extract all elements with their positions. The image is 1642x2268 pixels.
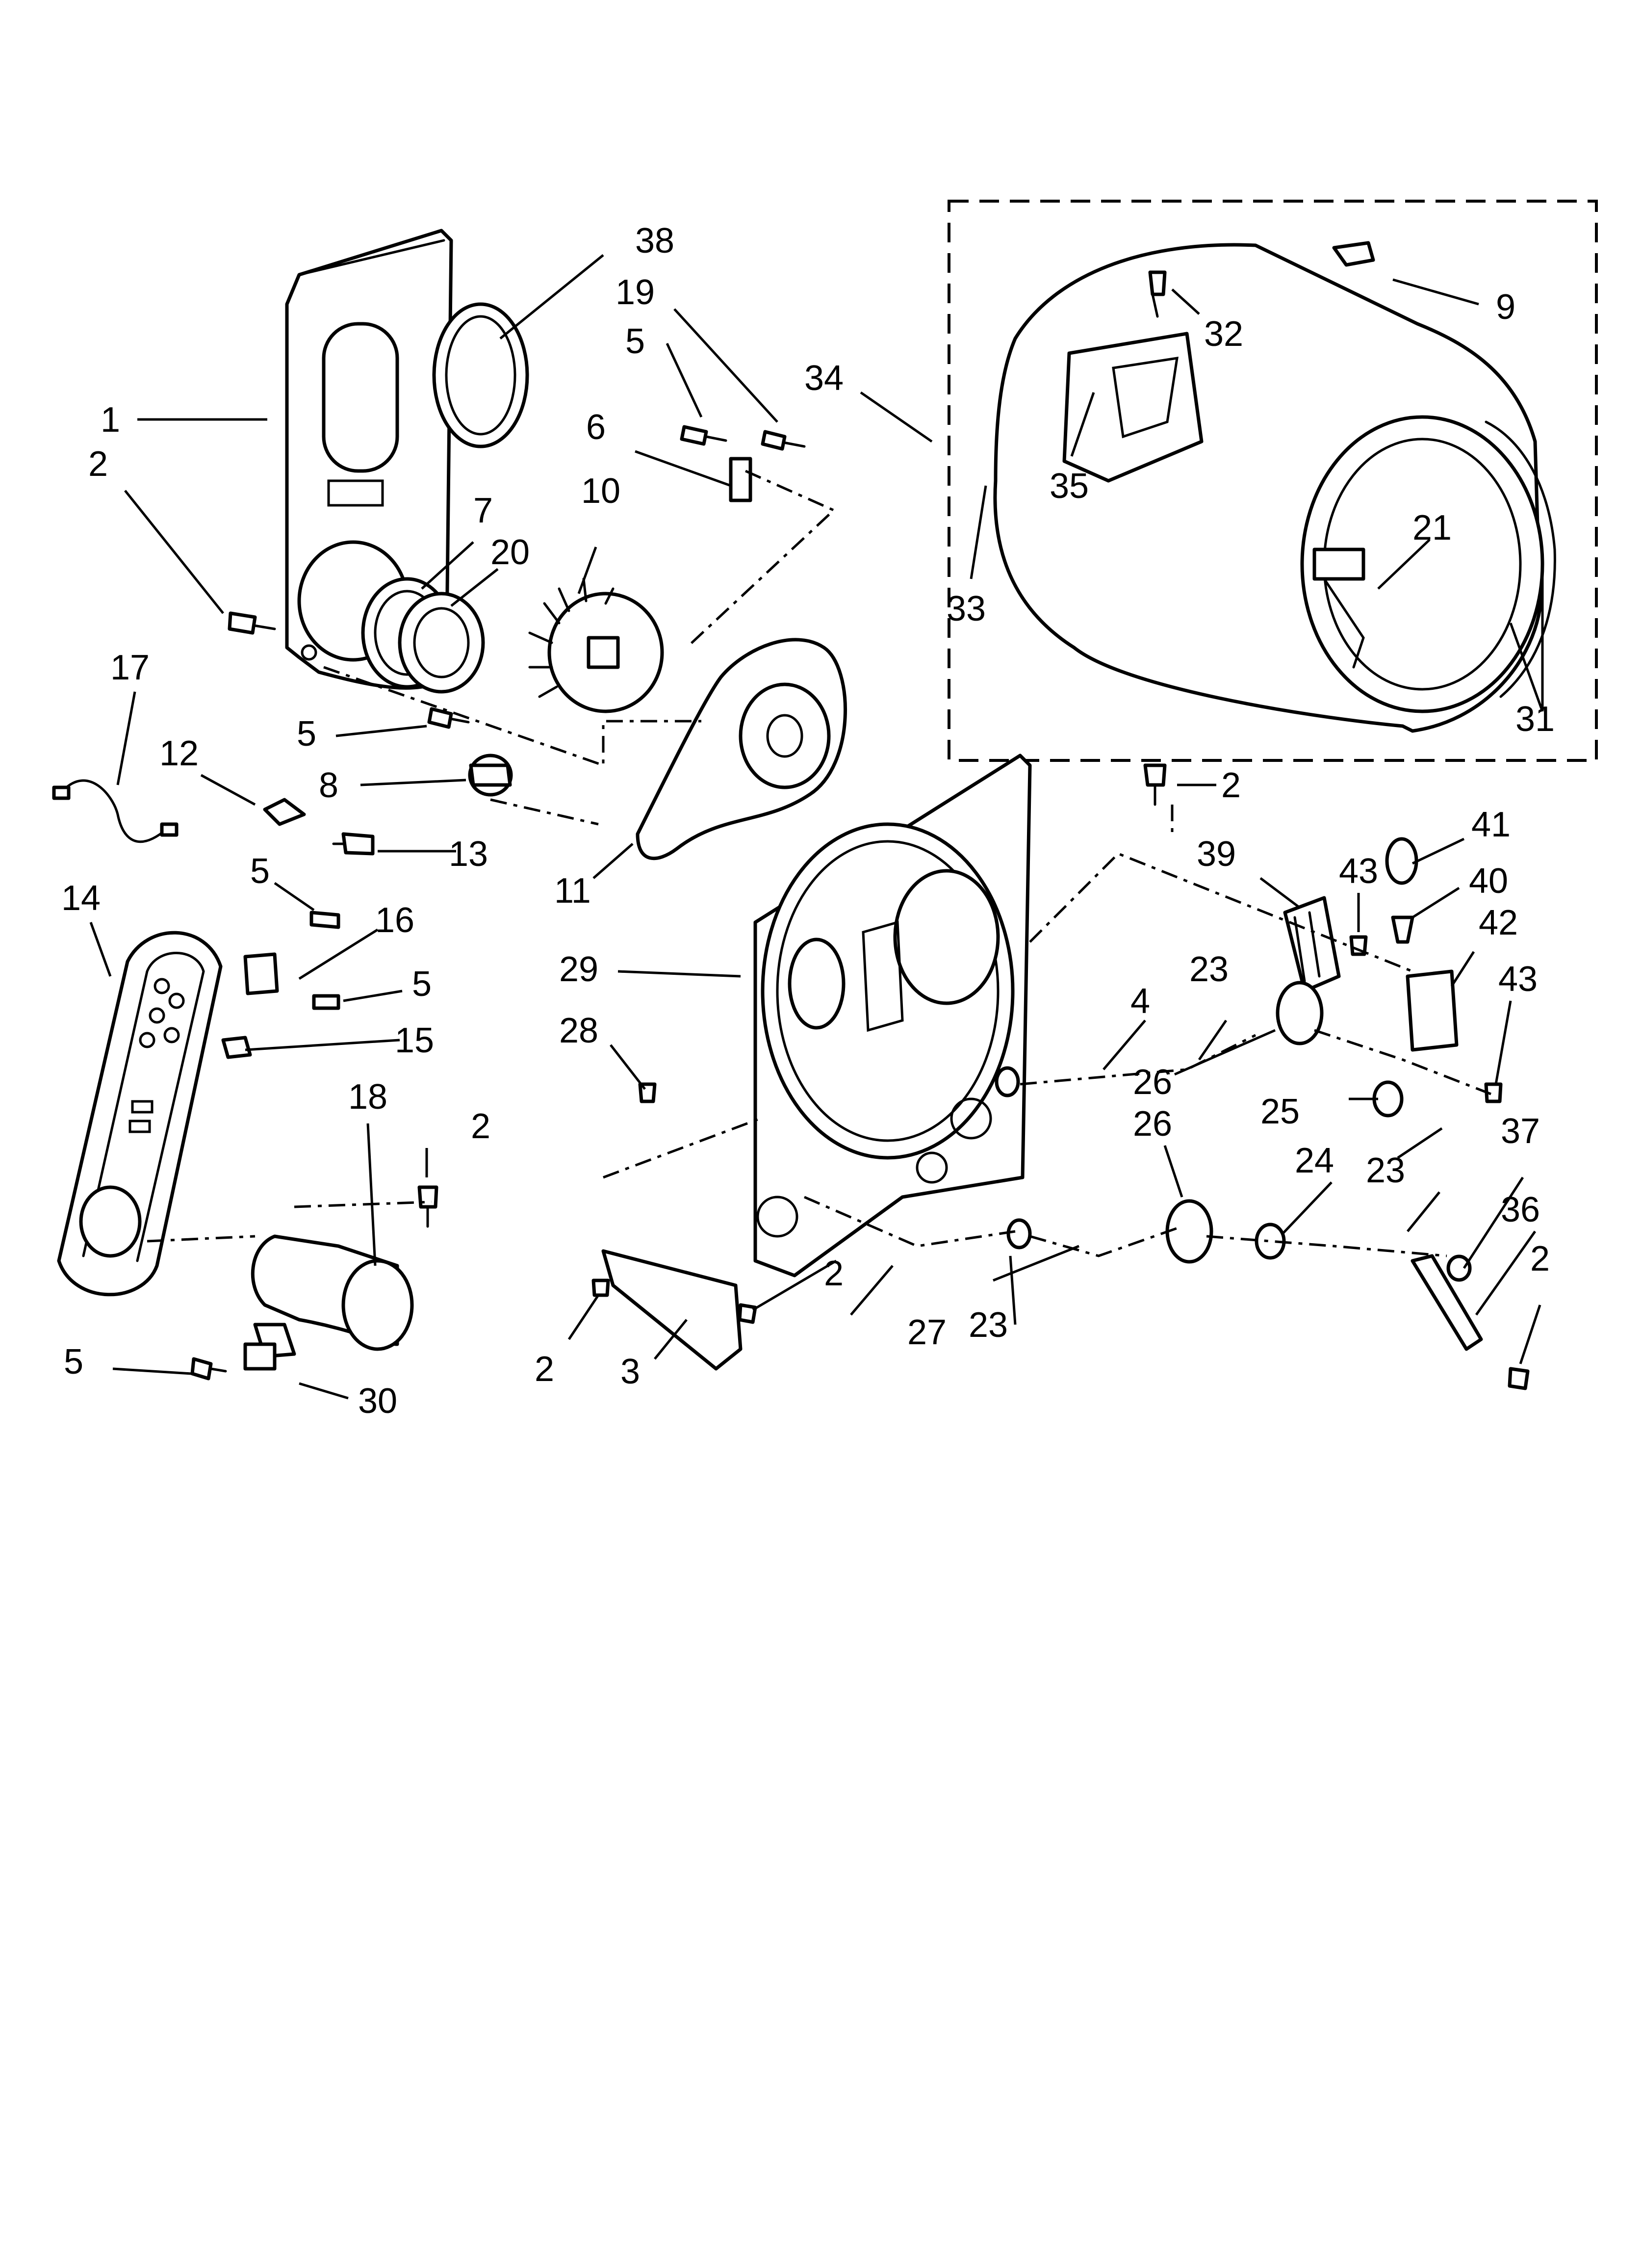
idler-assembly-icon xyxy=(995,981,1472,1282)
callout-16: 16 xyxy=(375,901,414,940)
bracket-icon xyxy=(601,1249,743,1371)
callout-14: 14 xyxy=(61,879,101,918)
bulkhead-icon xyxy=(753,754,1032,1277)
callout-2: 2 xyxy=(535,1350,554,1389)
screw-icon xyxy=(1349,935,1503,1103)
clip-icon xyxy=(263,798,306,826)
callout-2: 2 xyxy=(1530,1239,1550,1278)
callout-23: 23 xyxy=(1366,1151,1405,1190)
igniter-icon xyxy=(243,1323,296,1371)
burner-tube-icon xyxy=(251,1234,414,1351)
callout-12: 12 xyxy=(159,734,199,773)
callout-2: 2 xyxy=(88,444,108,484)
callout-24: 24 xyxy=(1295,1141,1334,1180)
rear-gasket-icon xyxy=(432,302,529,448)
ring-icon xyxy=(361,577,485,694)
callout-5: 5 xyxy=(64,1342,83,1382)
callout-7: 7 xyxy=(473,491,493,530)
assembly-lines xyxy=(147,469,1491,1257)
bracket-icon xyxy=(1406,969,1459,1052)
callout-23: 23 xyxy=(969,1305,1008,1345)
rear-panel-icon xyxy=(285,229,453,690)
clip-icon xyxy=(1332,241,1375,267)
drum-seal-icon xyxy=(1485,420,1556,698)
callout-4: 4 xyxy=(1130,982,1150,1021)
callout-39: 39 xyxy=(1197,834,1236,874)
callout-5: 5 xyxy=(297,714,316,754)
callout-15: 15 xyxy=(395,1021,434,1060)
callout-5: 5 xyxy=(250,852,270,891)
callout-29: 29 xyxy=(559,950,598,989)
screw-icon xyxy=(228,425,806,729)
callout-17: 17 xyxy=(110,648,150,687)
callout-38: 38 xyxy=(635,221,674,261)
callout-37: 37 xyxy=(1501,1112,1540,1151)
callout-5: 5 xyxy=(412,965,432,1004)
callout-10: 10 xyxy=(581,471,620,511)
callout-26: 26 xyxy=(1133,1063,1172,1102)
callout-19: 19 xyxy=(616,273,655,312)
drum-icon xyxy=(993,243,1544,733)
callout-26: 26 xyxy=(1133,1104,1172,1144)
callout-5: 5 xyxy=(625,322,645,361)
callout-34: 34 xyxy=(804,359,844,398)
callout-20: 20 xyxy=(490,533,530,572)
callout-9: 9 xyxy=(1496,287,1515,327)
igniter-icon xyxy=(1385,837,1418,944)
screw-icon xyxy=(1148,270,1167,318)
callout-41: 41 xyxy=(1471,805,1511,844)
clip-icon xyxy=(729,457,752,502)
callout-2: 2 xyxy=(824,1254,844,1293)
thermostat-icon xyxy=(468,754,513,797)
leader-lines xyxy=(89,254,1544,1400)
drum-assembly-frame xyxy=(948,200,1598,762)
callout-25: 25 xyxy=(1260,1092,1300,1131)
callout-36: 36 xyxy=(1501,1190,1540,1229)
callout-8: 8 xyxy=(319,766,338,805)
callout-18: 18 xyxy=(348,1077,387,1117)
blower-wheel-icon xyxy=(528,577,664,713)
callout-35: 35 xyxy=(1050,467,1089,506)
callout-6: 6 xyxy=(586,408,606,447)
callout-2: 2 xyxy=(471,1107,490,1146)
callout-30: 30 xyxy=(358,1382,397,1421)
callout-40: 40 xyxy=(1469,861,1508,901)
blower-housing-icon xyxy=(636,638,847,860)
heater-duct-icon xyxy=(57,931,223,1297)
callout-23: 23 xyxy=(1189,950,1229,989)
callout-13: 13 xyxy=(449,834,488,874)
callout-27: 27 xyxy=(907,1313,947,1352)
callout-28: 28 xyxy=(559,1011,598,1050)
callout-11: 11 xyxy=(554,871,591,911)
callout-1: 1 xyxy=(101,400,120,440)
terminal-block-icon xyxy=(1283,896,1341,993)
callout-33: 33 xyxy=(947,589,986,628)
callout-43: 43 xyxy=(1498,960,1538,999)
callout-31: 31 xyxy=(1515,700,1555,739)
screw-icon xyxy=(332,832,375,856)
callout-42: 42 xyxy=(1479,903,1518,942)
callout-labels: 38 19 5 34 9 32 1 2 6 10 7 20 35 33 21 3… xyxy=(61,221,1555,1421)
harness-icon xyxy=(52,779,179,843)
callout-2: 2 xyxy=(1221,766,1241,805)
terminal-block-icon xyxy=(221,952,279,1059)
callout-3: 3 xyxy=(620,1352,640,1391)
screw-icon xyxy=(309,911,1530,1390)
callout-43: 43 xyxy=(1339,852,1378,891)
screw-icon xyxy=(190,763,1167,1381)
callout-32: 32 xyxy=(1204,314,1243,354)
bracket-icon xyxy=(1411,1254,1483,1351)
callout-21: 21 xyxy=(1412,508,1452,547)
